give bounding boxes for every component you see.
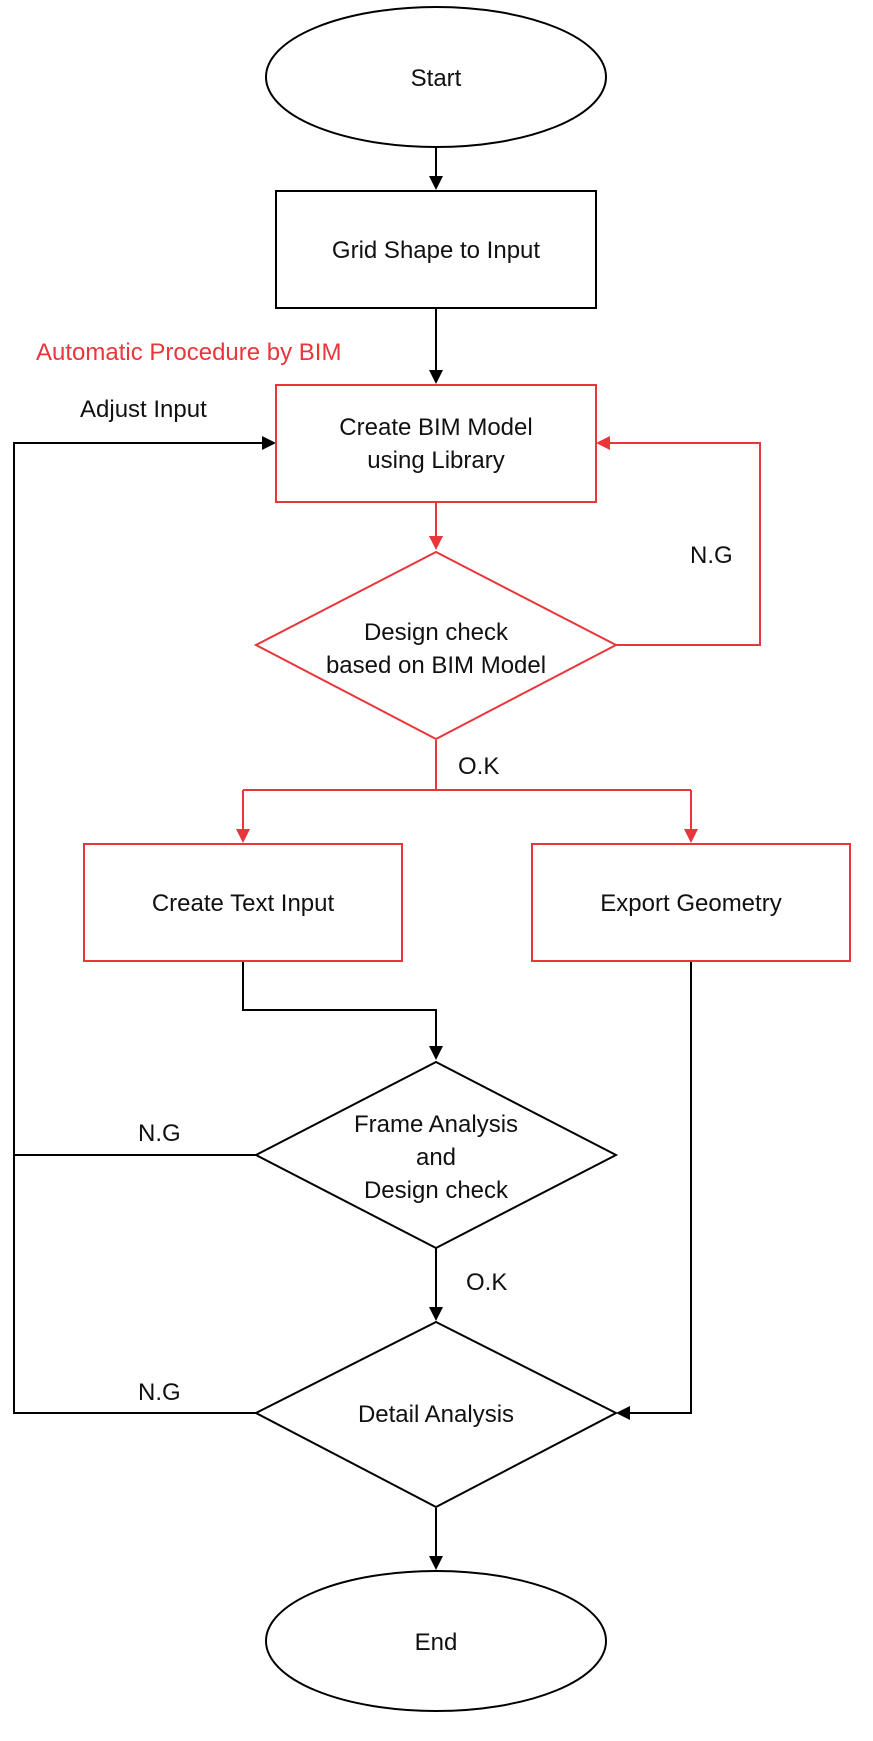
export-geometry-node: Export Geometry — [531, 843, 851, 962]
connector-start-to-grid — [429, 148, 443, 190]
design-check-bim-label-line-1: Design check — [364, 619, 509, 646]
frame-analysis-node: Frame Analysis and Design check — [253, 1060, 619, 1250]
grid-shape-input-label: Grid Shape to Input — [332, 237, 540, 264]
create-bim-model-label-line-1: Create BIM Model — [339, 414, 532, 441]
start-label: Start — [411, 65, 462, 92]
create-bim-model-label-line-2: using Library — [367, 447, 504, 474]
detail-analysis-ng-label: N.G — [138, 1379, 181, 1406]
frame-analysis-label-line-3: Design check — [364, 1177, 509, 1204]
frame-analysis-label-line-2: and — [416, 1144, 456, 1171]
start-node: Start — [265, 6, 607, 148]
frame-analysis-ng-label: N.G — [138, 1120, 181, 1147]
frame-analysis-ok-label: O.K — [466, 1269, 507, 1296]
design-check-ng-label: N.G — [690, 542, 733, 569]
export-geometry-label: Export Geometry — [600, 890, 781, 917]
design-check-bim-node: Design check based on BIM Model — [253, 550, 619, 741]
end-node: End — [265, 1570, 607, 1712]
connector-bim-model-to-design-check — [429, 502, 443, 550]
connector-design-check-ok-split — [236, 740, 698, 843]
frame-analysis-label-line-1: Frame Analysis — [354, 1111, 518, 1138]
create-bim-model-node: Create BIM Model using Library — [275, 384, 597, 503]
create-text-input-label: Create Text Input — [152, 890, 335, 917]
connector-grid-to-bim-model — [429, 308, 443, 384]
connector-adjust-input-loop — [13, 436, 276, 1414]
connector-design-check-ng-loop — [596, 436, 761, 646]
design-check-ok-label: O.K — [458, 753, 499, 780]
detail-analysis-label: Detail Analysis — [358, 1401, 514, 1428]
detail-analysis-node: Detail Analysis — [253, 1320, 619, 1509]
connector-frame-analysis-ok — [429, 1248, 443, 1321]
create-text-input-node: Create Text Input — [83, 843, 403, 962]
design-check-bim-label-line-2: based on BIM Model — [326, 652, 546, 679]
end-label: End — [415, 1629, 458, 1656]
connector-detail-to-end — [429, 1508, 443, 1570]
connector-export-geometry-to-detail — [616, 961, 692, 1420]
automatic-procedure-annotation: Automatic Procedure by BIM — [36, 339, 341, 366]
connector-text-input-to-frame-analysis — [242, 961, 443, 1060]
adjust-input-label: Adjust Input — [80, 396, 207, 423]
grid-shape-input-node: Grid Shape to Input — [275, 190, 597, 309]
